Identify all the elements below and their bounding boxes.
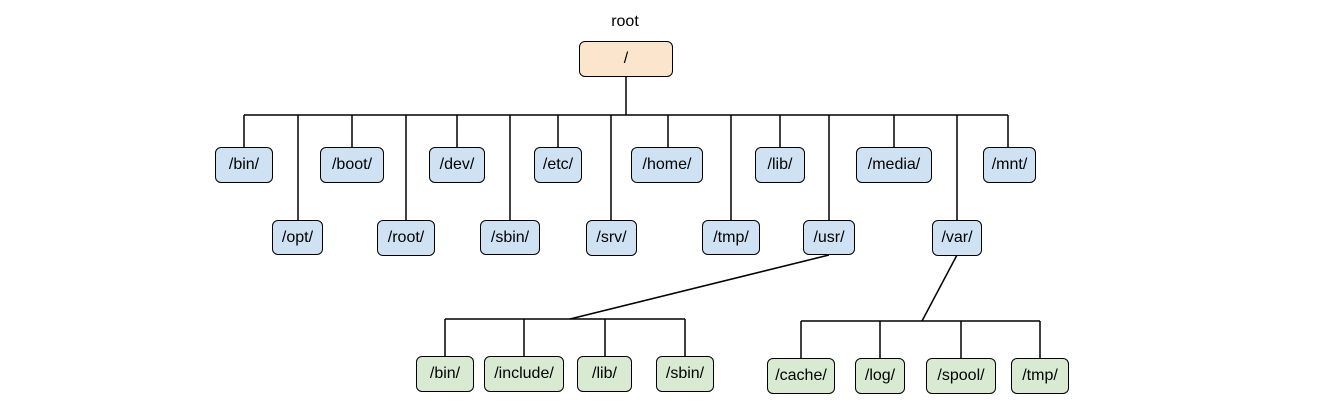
node-opt[interactable]: /opt/ [272, 220, 323, 255]
node-etc[interactable]: /etc/ [534, 147, 582, 183]
node-sbin[interactable]: /sbin/ [480, 220, 540, 255]
node-srv[interactable]: /srv/ [586, 220, 637, 256]
node-media[interactable]: /media/ [856, 147, 932, 183]
node-var-cache[interactable]: /cache/ [767, 358, 835, 394]
node-usr-bin[interactable]: /bin/ [416, 356, 474, 392]
node-var-spool[interactable]: /spool/ [926, 358, 996, 394]
node-var[interactable]: /var/ [932, 220, 982, 256]
node-usr[interactable]: /usr/ [803, 220, 855, 255]
node-mnt[interactable]: /mnt/ [983, 147, 1036, 183]
node-tmp[interactable]: /tmp/ [702, 220, 760, 255]
node-usr-lib[interactable]: /lib/ [577, 356, 632, 392]
node-home[interactable]: /home/ [631, 147, 703, 183]
node-var-tmp[interactable]: /tmp/ [1011, 358, 1069, 394]
node-var-log[interactable]: /log/ [855, 358, 905, 394]
node-root[interactable]: /root/ [377, 220, 435, 256]
node-bin[interactable]: /bin/ [215, 147, 273, 183]
node-boot[interactable]: /boot/ [320, 147, 384, 183]
root-caption: root [611, 13, 639, 30]
node-usr-include[interactable]: /include/ [484, 356, 564, 392]
node-usr-sbin[interactable]: /sbin/ [656, 356, 714, 392]
root-directory-node[interactable]: / [579, 41, 673, 77]
node-lib[interactable]: /lib/ [755, 147, 805, 183]
node-dev[interactable]: /dev/ [429, 147, 485, 183]
